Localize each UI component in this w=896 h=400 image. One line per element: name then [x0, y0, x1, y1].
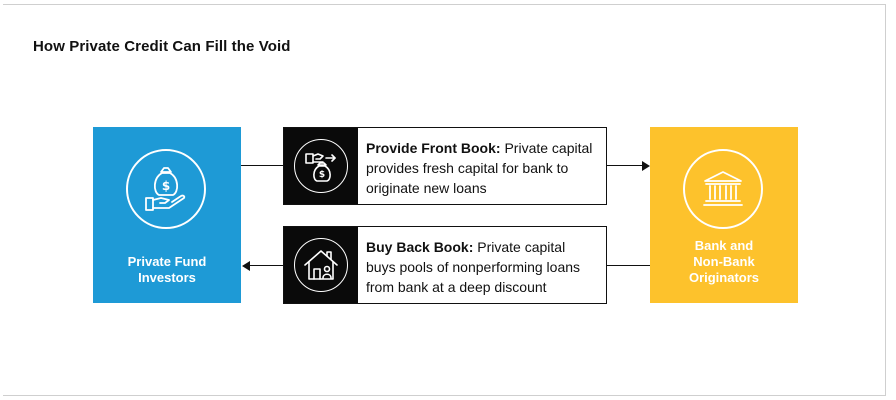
connector-top-right — [607, 165, 643, 166]
connector-top-left — [241, 165, 283, 166]
svg-text:$: $ — [162, 179, 170, 193]
front-book-icon-ring: $ — [294, 139, 348, 193]
money-bag-transfer-icon: $ — [305, 153, 336, 182]
front-book-text: Provide Front Book: Private capital prov… — [358, 128, 606, 204]
back-book-heading: Buy Back Book: — [366, 239, 474, 255]
front-book-heading: Provide Front Book: — [366, 140, 501, 156]
bank-originators-label: Bank and Non-Bank Originators — [688, 238, 760, 285]
diagram-frame — [3, 4, 886, 396]
front-book-body: Private capital provides fresh capital f… — [366, 140, 593, 196]
arrow-left-head — [242, 261, 250, 271]
buy-back-book-card: Buy Back Book: Private capital buys pool… — [283, 226, 607, 304]
connector-bottom-left — [249, 265, 283, 266]
diagram-title: How Private Credit Can Fill the Void — [33, 38, 291, 55]
back-book-icon-cell — [284, 227, 358, 303]
house-person-icon — [304, 250, 338, 280]
bank-icon-circle — [683, 149, 763, 229]
svg-text:$: $ — [319, 170, 325, 180]
provide-front-book-card: $ Provide Front Book: Private capital pr… — [283, 127, 607, 205]
back-book-icon-ring — [294, 238, 348, 292]
bank-originators-box: Bank and Non-Bank Originators — [650, 127, 798, 303]
private-fund-investors-label: Private Fund Investors — [127, 254, 207, 285]
investor-icon-circle: $ — [126, 149, 206, 229]
private-fund-investors-box: $ Private Fund Investors — [93, 127, 241, 303]
bank-building-icon — [703, 171, 743, 206]
arrow-right-head — [642, 161, 650, 171]
hand-money-bag-icon: $ — [145, 167, 186, 211]
front-book-icon-cell: $ — [284, 128, 358, 204]
connector-bottom-right — [607, 265, 650, 266]
back-book-body: Private capital buys pools of nonperform… — [366, 239, 581, 295]
back-book-text: Buy Back Book: Private capital buys pool… — [358, 227, 606, 303]
